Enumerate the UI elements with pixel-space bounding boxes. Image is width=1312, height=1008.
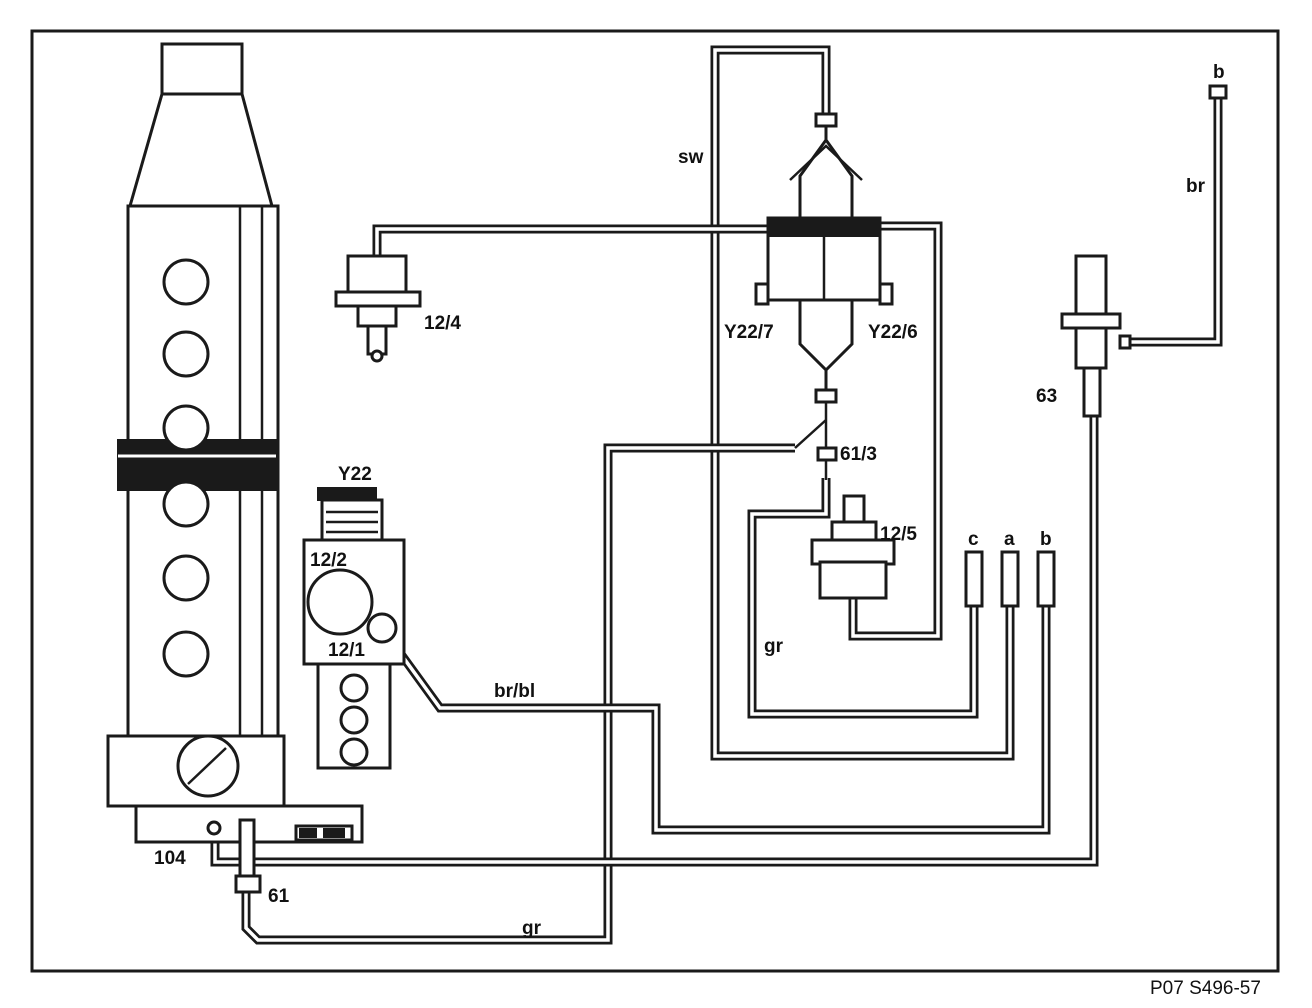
hose-br	[1122, 90, 1223, 347]
component-y22	[302, 487, 406, 770]
label-c: c	[968, 529, 979, 550]
diaphragm-12-2-icon	[306, 568, 374, 636]
cylinder-port-icon	[162, 480, 210, 528]
label-y22-6: Y22/6	[868, 322, 918, 343]
label-12-1: 12/1	[328, 640, 365, 661]
port-12-1-icon	[366, 612, 398, 644]
label-y22: Y22	[338, 464, 372, 485]
label-61-3: 61/3	[840, 444, 877, 465]
label-12-4: 12/4	[424, 313, 461, 334]
sensor-63	[1060, 254, 1132, 418]
connector-61	[234, 818, 262, 894]
hose-sw-loop	[710, 45, 831, 118]
hose-sw	[710, 108, 1015, 761]
label-gr-bottom: gr	[522, 918, 542, 939]
line-ends	[964, 84, 1228, 608]
cylinder-port-icon	[162, 404, 210, 452]
label-br-bl: br/bl	[494, 681, 535, 702]
label-br: br	[1186, 176, 1206, 197]
label-y22-7: Y22/7	[724, 322, 774, 343]
label-104: 104	[154, 848, 186, 869]
switchover-valve-y22-6-7	[754, 112, 894, 448]
cylinder-port-icon	[162, 330, 210, 378]
label-b-mid: b	[1040, 529, 1052, 550]
connector-61-3	[794, 419, 838, 480]
label-12-5: 12/5	[880, 524, 917, 545]
label-63: 63	[1036, 386, 1057, 407]
label-61: 61	[268, 886, 290, 907]
component-12-4	[334, 254, 422, 363]
label-12-2: 12/2	[310, 550, 347, 571]
label-gr-mid: gr	[764, 636, 784, 657]
cylinder-port-icon	[162, 554, 210, 602]
vacuum-hoses	[210, 45, 1223, 945]
figure-reference: P07 S496-57	[1150, 978, 1261, 999]
engine-block	[106, 42, 364, 844]
label-sw: sw	[678, 147, 704, 168]
cylinder-port-icon	[162, 630, 210, 678]
component-12-5	[810, 494, 896, 600]
label-b-top: b	[1213, 62, 1225, 83]
cylinder-port-icon	[162, 258, 210, 306]
label-a: a	[1004, 529, 1015, 550]
diagram-frame	[30, 29, 1280, 973]
